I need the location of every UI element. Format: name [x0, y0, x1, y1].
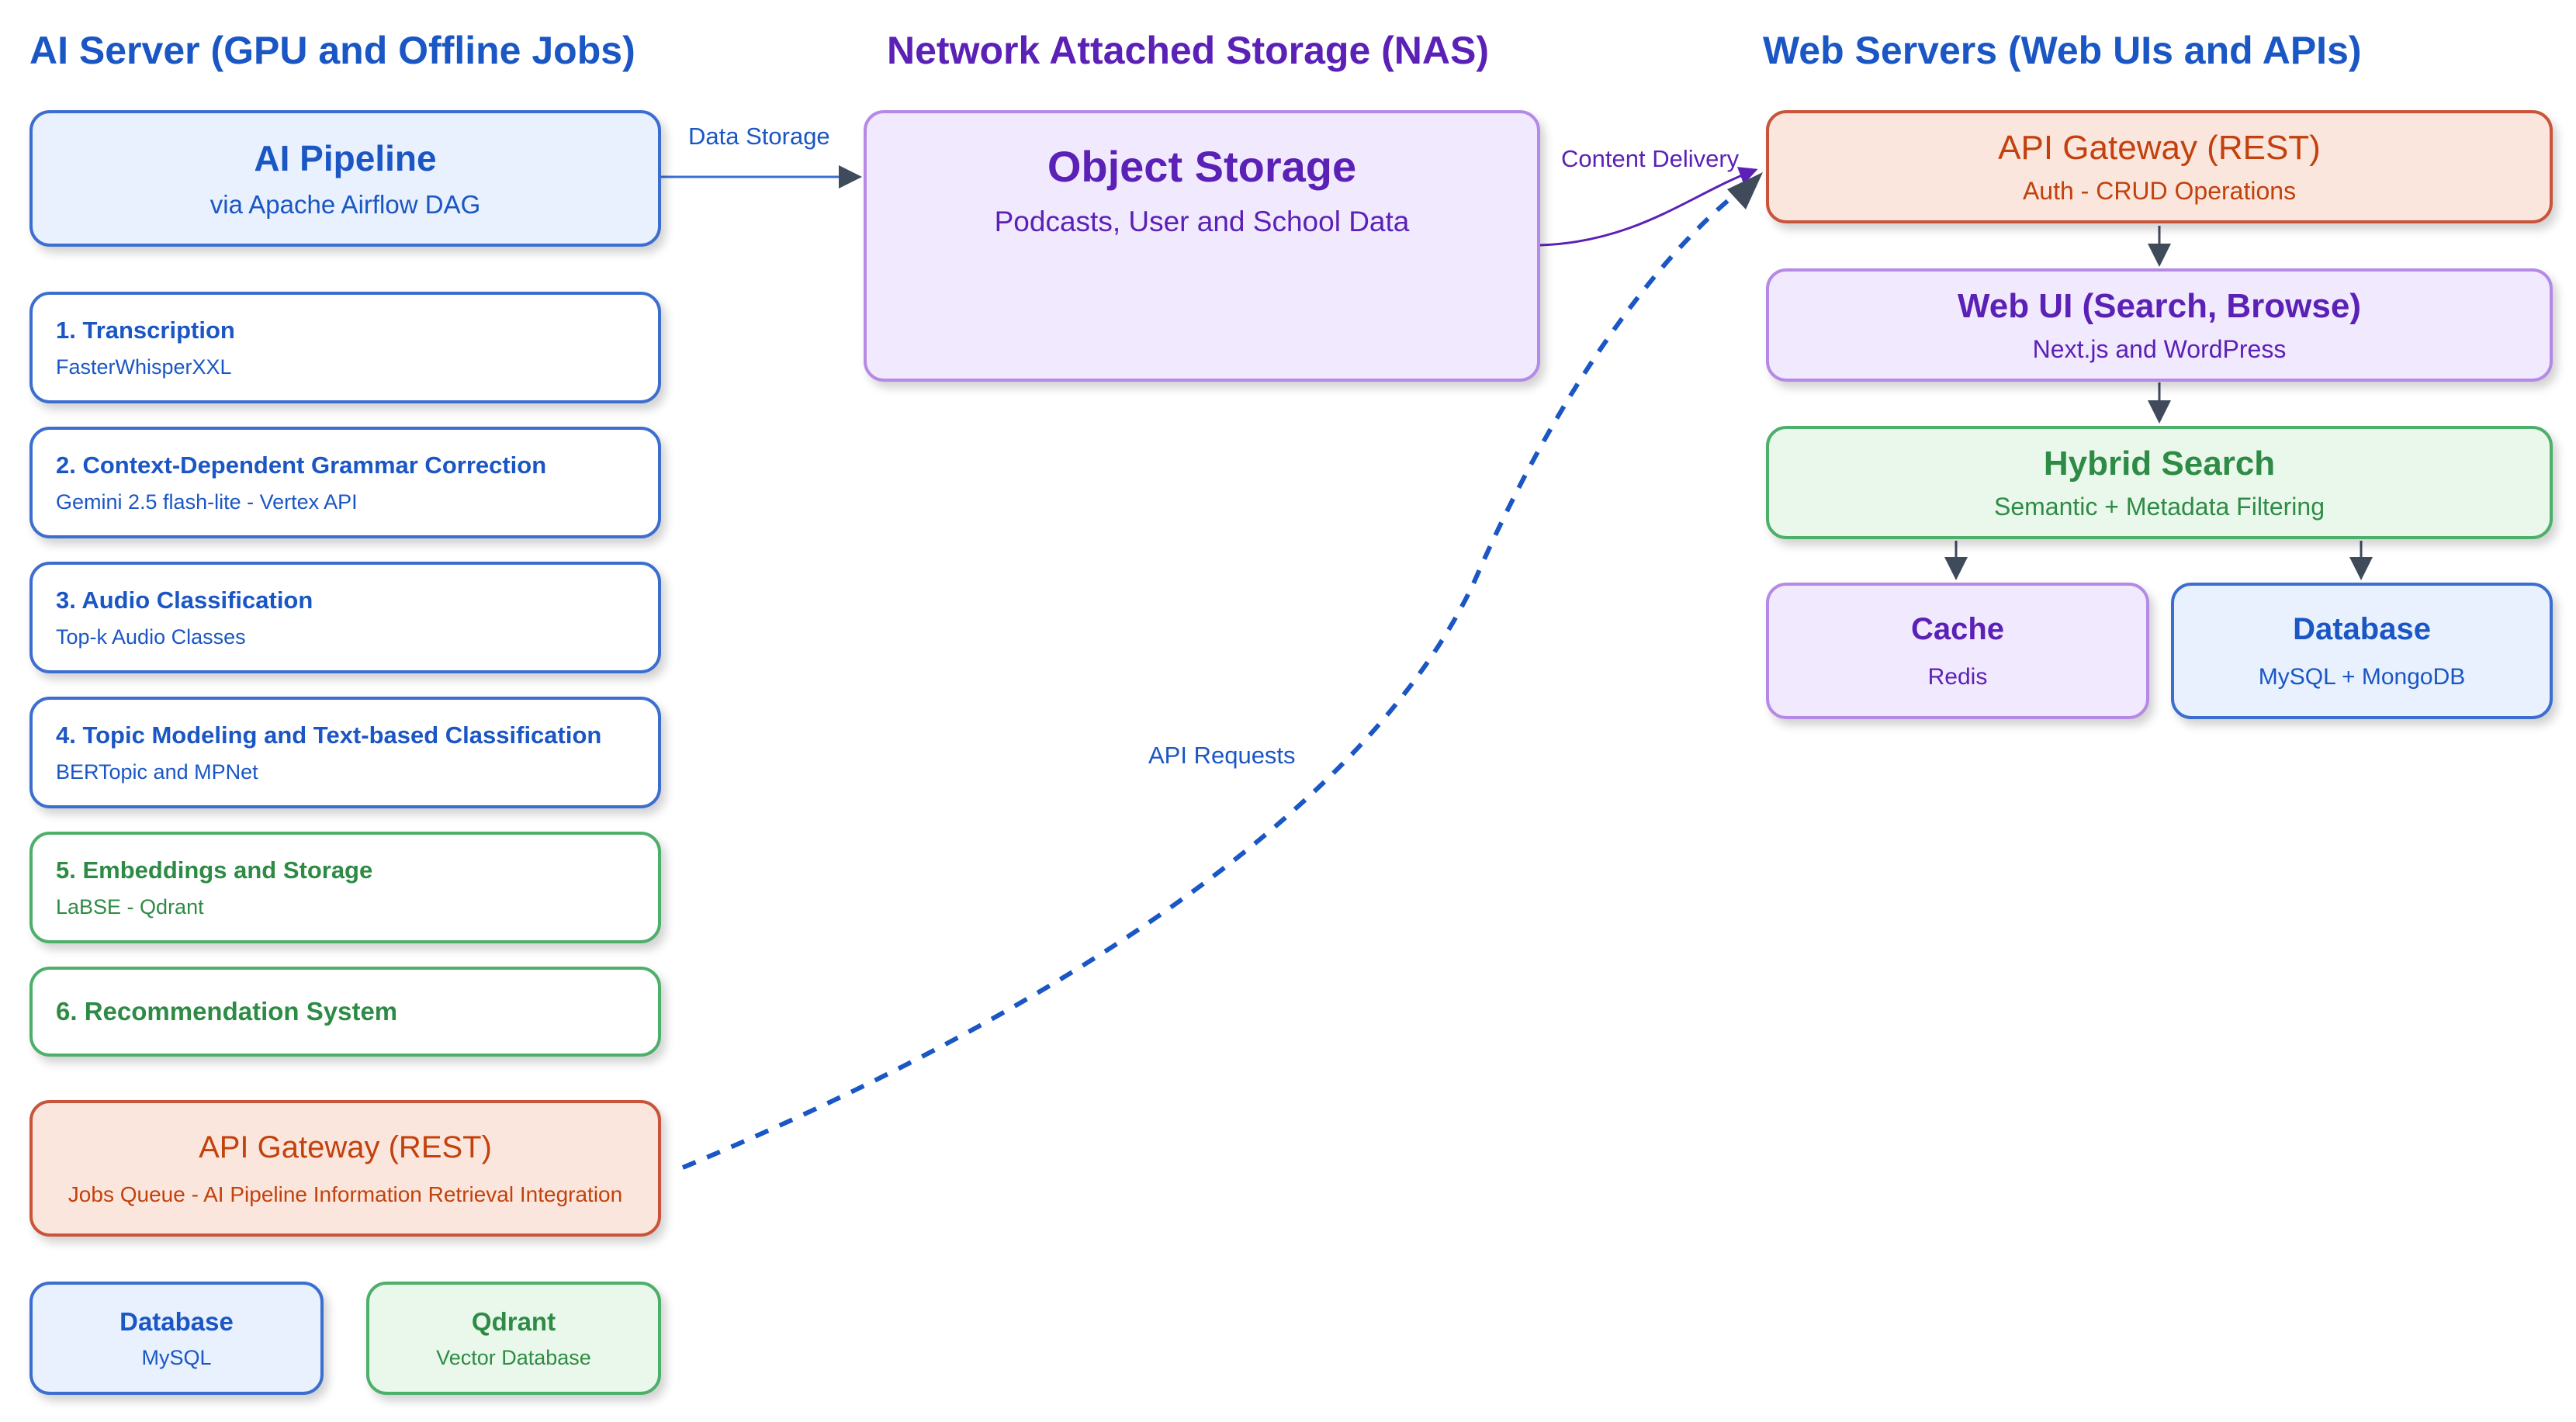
step-audio-classification[interactable]: 3. Audio Classification Top-k Audio Clas…	[29, 562, 661, 673]
label-content-delivery: Content Delivery	[1561, 145, 1740, 172]
step-title: 6. Recommendation System	[56, 997, 398, 1026]
cache-subtitle: Redis	[1927, 663, 1988, 690]
web-ui-box[interactable]: Web UI (Search, Browse) Next.js and Word…	[1766, 268, 2553, 382]
cache-title: Cache	[1910, 611, 2005, 646]
ai-database-subtitle: MySQL	[141, 1345, 212, 1369]
cache-box[interactable]: Cache Redis	[1766, 583, 2149, 719]
step-recommendation-system[interactable]: 6. Recommendation System	[29, 967, 661, 1057]
object-storage-subtitle: Podcasts, User and School Data	[994, 206, 1410, 237]
qdrant-box[interactable]: Qdrant Vector Database	[366, 1282, 661, 1395]
ai-database-title: Database	[119, 1306, 234, 1336]
step-title: 1. Transcription	[56, 316, 235, 344]
web-ui-subtitle: Next.js and WordPress	[2032, 334, 2287, 363]
step-title: 4. Topic Modeling and Text-based Classif…	[56, 721, 602, 749]
step-topic-modeling[interactable]: 4. Topic Modeling and Text-based Classif…	[29, 697, 661, 808]
api-requests-arrowhead	[1727, 172, 1763, 209]
step-subtitle: Gemini 2.5 flash-lite - Vertex API	[56, 490, 358, 514]
ai-api-gateway-subtitle: Jobs Queue - AI Pipeline Information Ret…	[68, 1182, 623, 1206]
column-title-ai-server: AI Server (GPU and Offline Jobs)	[29, 29, 635, 72]
qdrant-subtitle: Vector Database	[436, 1345, 591, 1369]
step-subtitle: BERTopic and MPNet	[56, 759, 258, 784]
column-title-web-servers: Web Servers (Web UIs and APIs)	[1763, 29, 2362, 72]
web-api-gateway-subtitle: Auth - CRUD Operations	[2022, 176, 2297, 205]
hybrid-search-box[interactable]: Hybrid Search Semantic + Metadata Filter…	[1766, 426, 2553, 539]
ai-pipeline-box[interactable]: AI Pipeline via Apache Airflow DAG	[29, 110, 661, 247]
qdrant-title: Qdrant	[471, 1306, 556, 1336]
ai-pipeline-subtitle: via Apache Airflow DAG	[209, 190, 481, 219]
step-embeddings-storage[interactable]: 5. Embeddings and Storage LaBSE - Qdrant	[29, 832, 661, 943]
step-subtitle: LaBSE - Qdrant	[56, 894, 204, 919]
hybrid-search-subtitle: Semantic + Metadata Filtering	[1994, 492, 2325, 521]
label-api-requests: API Requests	[1148, 742, 1296, 769]
object-storage-title: Object Storage	[1047, 142, 1357, 191]
label-data-storage: Data Storage	[688, 123, 830, 150]
content-delivery-arrow	[1539, 167, 1758, 247]
step-transcription[interactable]: 1. Transcription FasterWhisperXXL	[29, 292, 661, 403]
object-storage-box[interactable]: Object Storage Podcasts, User and School…	[864, 110, 1540, 382]
step-subtitle: FasterWhisperXXL	[56, 355, 232, 379]
ai-database-box[interactable]: Database MySQL	[29, 1282, 324, 1395]
web-database-subtitle: MySQL + MongoDB	[2258, 663, 2466, 690]
web-ui-title: Web UI (Search, Browse)	[1958, 286, 2361, 325]
step-subtitle: Top-k Audio Classes	[56, 625, 246, 649]
column-title-nas: Network Attached Storage (NAS)	[887, 29, 1490, 72]
step-title: 5. Embeddings and Storage	[56, 856, 373, 884]
api-requests-arrow	[681, 181, 1751, 1170]
ai-pipeline-title: AI Pipeline	[254, 138, 437, 178]
step-title: 2. Context-Dependent Grammar Correction	[56, 451, 547, 479]
step-title: 3. Audio Classification	[56, 586, 313, 614]
web-api-gateway-box[interactable]: API Gateway (REST) Auth - CRUD Operation…	[1766, 110, 2553, 223]
ai-api-gateway-box[interactable]: API Gateway (REST) Jobs Queue - AI Pipel…	[29, 1100, 661, 1237]
step-grammar-correction[interactable]: 2. Context-Dependent Grammar Correction …	[29, 427, 661, 538]
ai-api-gateway-title: API Gateway (REST)	[199, 1130, 492, 1164]
web-api-gateway-title: API Gateway (REST)	[1998, 128, 2321, 167]
web-database-title: Database	[2293, 611, 2431, 646]
hybrid-search-title: Hybrid Search	[2043, 444, 2276, 483]
web-database-box[interactable]: Database MySQL + MongoDB	[2171, 583, 2553, 719]
